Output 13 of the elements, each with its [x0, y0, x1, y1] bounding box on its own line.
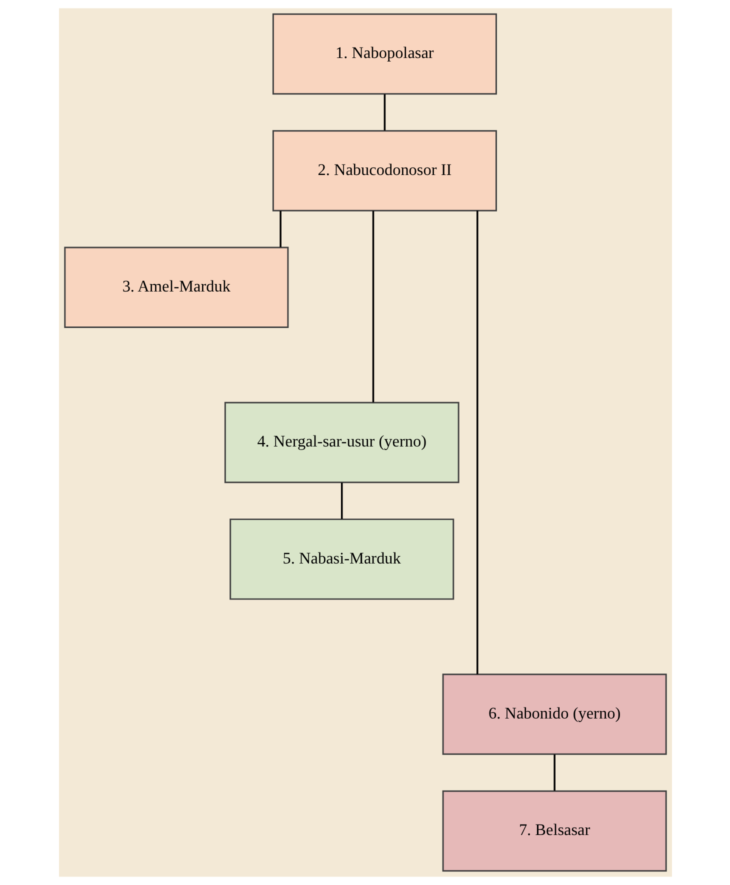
- node-box: 3. Amel-Marduk: [64, 246, 288, 328]
- node-box: 6. Nabonido (yerno): [442, 674, 666, 755]
- connector: [553, 754, 555, 791]
- node-box: 1. Nabopolasar: [272, 13, 496, 95]
- connector: [476, 210, 478, 674]
- connector: [279, 210, 281, 248]
- connector: [383, 94, 386, 130]
- node-box: 4. Nergal-sar-usur (yerno): [224, 402, 459, 484]
- node-box: 2. Nabucodonosor II: [272, 130, 496, 212]
- node-box: 7. Belsasar: [442, 790, 666, 872]
- connector: [372, 210, 374, 402]
- node-box: 5. Nabasi-Marduk: [229, 518, 454, 600]
- connector: [340, 482, 342, 519]
